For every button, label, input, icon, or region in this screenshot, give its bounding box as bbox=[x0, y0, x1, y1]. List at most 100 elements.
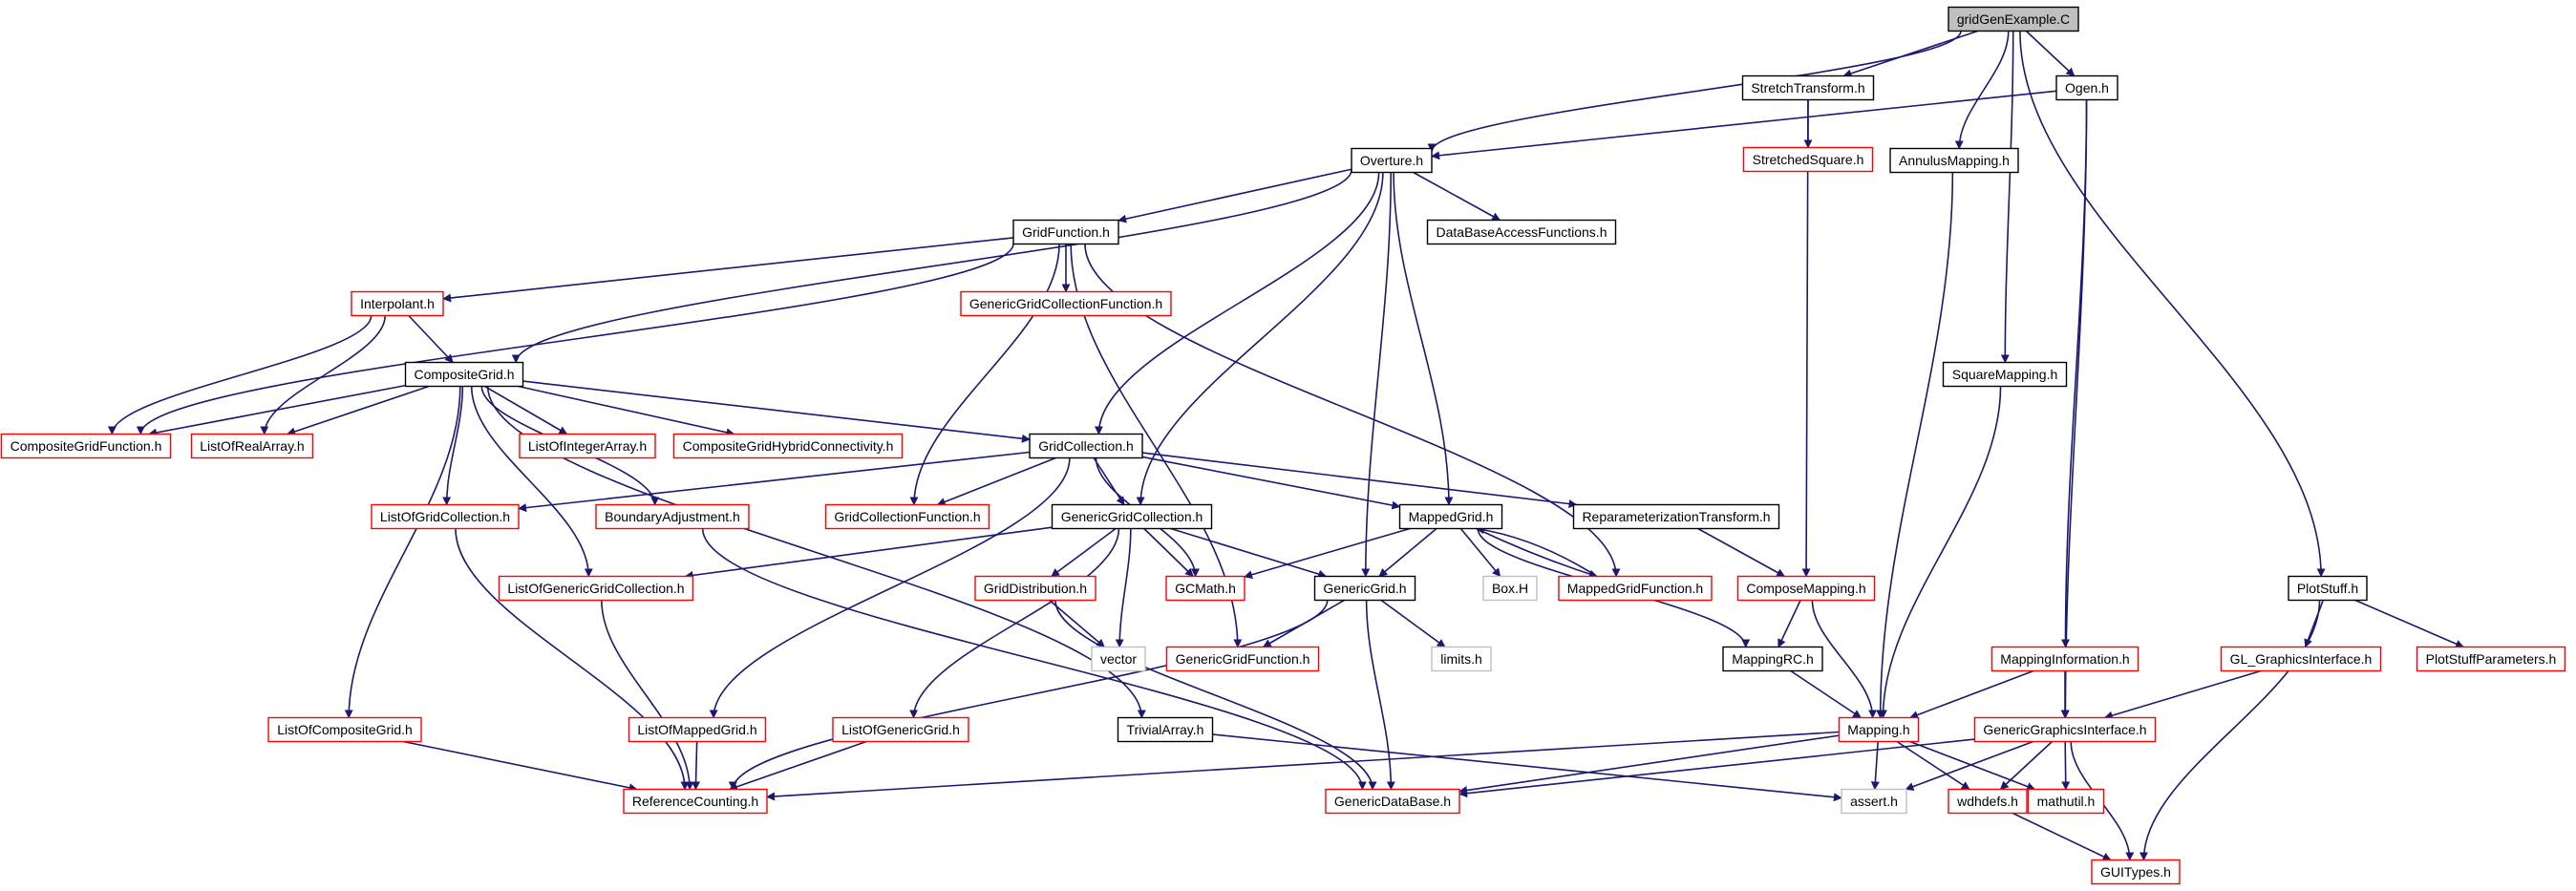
node-ListOfMappedGrid[interactable]: ListOfMappedGrid.h bbox=[628, 716, 767, 743]
node-CompositeGridHybridConnectivity[interactable]: CompositeGridHybridConnectivity.h bbox=[672, 433, 904, 459]
edge-GridFunction-to-CompositeGridFunction bbox=[136, 243, 1014, 435]
edge-PlotStuff-to-GUITypes bbox=[2139, 600, 2321, 861]
node-BoundaryAdjustment[interactable]: BoundaryAdjustment.h bbox=[595, 503, 750, 530]
node-label: Box.H bbox=[1492, 581, 1528, 596]
node-ListOfGridCollection[interactable]: ListOfGridCollection.h bbox=[371, 503, 520, 530]
node-mathutil[interactable]: mathutil.h bbox=[2027, 788, 2105, 815]
node-ReparameterizationTransform[interactable]: ReparameterizationTransform.h bbox=[1572, 503, 1780, 530]
node-label: ComposeMapping.h bbox=[1746, 581, 1865, 596]
node-wdhdefs[interactable]: wdhdefs.h bbox=[1948, 788, 2028, 815]
node-label: limits.h bbox=[1440, 651, 1482, 667]
node-GridCollectionFunction[interactable]: GridCollectionFunction.h bbox=[824, 503, 990, 530]
node-DataBaseAccessFunctions[interactable]: DataBaseAccessFunctions.h bbox=[1426, 219, 1617, 245]
node-GenericGrid[interactable]: GenericGrid.h bbox=[1313, 575, 1416, 602]
edge-Interpolant-to-CompositeGrid bbox=[408, 314, 454, 364]
node-GridCollection[interactable]: GridCollection.h bbox=[1029, 433, 1143, 459]
node-label: ListOfGridCollection.h bbox=[380, 509, 510, 524]
node-label: GenericGraphicsInterface.h bbox=[1983, 722, 2146, 737]
node-box bbox=[351, 290, 444, 317]
node-label: GL_GraphicsInterface.h bbox=[2230, 651, 2373, 667]
node-box bbox=[1722, 646, 1823, 672]
node-ListOfIntegerArray[interactable]: ListOfIntegerArray.h bbox=[519, 433, 656, 459]
node-GridFunction[interactable]: GridFunction.h bbox=[1012, 219, 1119, 245]
edge-CompositeGrid-to-GridCollection bbox=[522, 380, 1031, 443]
node-ListOfCompositeGrid[interactable]: ListOfCompositeGrid.h bbox=[267, 716, 422, 743]
node-gridGenExample[interactable]: gridGenExample.C bbox=[1948, 6, 2079, 32]
node-GenericDataBase[interactable]: GenericDataBase.h bbox=[1325, 788, 1460, 815]
edge-GenericGridCollection-to-vector bbox=[1115, 528, 1132, 648]
node-label: MappedGridFunction.h bbox=[1567, 581, 1703, 596]
node-TrivialArray[interactable]: TrivialArray.h bbox=[1117, 716, 1214, 743]
node-vector: vector bbox=[1091, 646, 1146, 672]
node-box bbox=[1889, 147, 2019, 174]
node-MappedGridFunction[interactable]: MappedGridFunction.h bbox=[1558, 575, 1713, 602]
node-PlotStuff[interactable]: PlotStuff.h bbox=[2288, 575, 2368, 602]
edge-gridGenExample-to-StretchTransform bbox=[1842, 30, 1978, 78]
node-label: CompositeGridFunction.h bbox=[11, 438, 162, 454]
edge-PlotStuff-to-GLGraphicsInterface bbox=[2304, 600, 2325, 648]
node-GenericGridCollectionFunction[interactable]: GenericGridCollectionFunction.h bbox=[960, 290, 1172, 317]
node-box bbox=[498, 575, 694, 602]
node-Ogen[interactable]: Ogen.h bbox=[2055, 74, 2118, 101]
edge-ListOfGenericGridCollection-to-ReferenceCounting bbox=[601, 600, 694, 791]
node-label: TrivialArray.h bbox=[1127, 722, 1204, 737]
node-GUITypes[interactable]: GUITypes.h bbox=[2091, 859, 2181, 885]
node-GenericGridFunction[interactable]: GenericGridFunction.h bbox=[1165, 646, 1320, 672]
edge-GridCollection-to-ListOfGridCollection bbox=[518, 451, 1031, 513]
node-label: ListOfCompositeGrid.h bbox=[277, 722, 413, 737]
node-GridDistribution[interactable]: GridDistribution.h bbox=[974, 575, 1096, 602]
node-MappingRC[interactable]: MappingRC.h bbox=[1722, 646, 1823, 672]
node-GenericGraphicsInterface[interactable]: GenericGraphicsInterface.h bbox=[1973, 716, 2157, 743]
edge-gridGenExample-to-Ogen bbox=[2025, 30, 2076, 77]
node-box bbox=[2027, 788, 2105, 815]
edge-ListOfCompositeGrid-to-ReferenceCounting bbox=[403, 740, 638, 793]
node-label: ListOfGenericGridCollection.h bbox=[507, 581, 684, 596]
edge-CompositeGrid-to-ListOfIntegerArray bbox=[484, 385, 568, 435]
node-ListOfGenericGridCollection[interactable]: ListOfGenericGridCollection.h bbox=[498, 575, 694, 602]
node-label: GridDistribution.h bbox=[984, 581, 1087, 596]
node-Overture[interactable]: Overture.h bbox=[1351, 147, 1433, 174]
node-box bbox=[1948, 788, 2028, 815]
node-box bbox=[824, 503, 990, 530]
node-StretchTransform[interactable]: StretchTransform.h bbox=[1741, 74, 1875, 101]
node-GCMath[interactable]: GCMath.h bbox=[1165, 575, 1245, 602]
node-Interpolant[interactable]: Interpolant.h bbox=[351, 290, 444, 317]
edge-GridCollection-to-ListOfMappedGrid bbox=[709, 457, 1071, 719]
edge-CompositeGrid-to-ListOfRealArray bbox=[287, 385, 430, 436]
edge-ComposeMapping-to-MappingRC bbox=[1778, 600, 1801, 648]
edge-Overture-to-DataBaseAccessFunctions bbox=[1413, 171, 1501, 222]
node-GenericGridCollection[interactable]: GenericGridCollection.h bbox=[1051, 503, 1213, 530]
node-ComposeMapping[interactable]: ComposeMapping.h bbox=[1736, 575, 1876, 602]
node-label: GenericDataBase.h bbox=[1334, 794, 1451, 809]
edge-MappingRC-to-Mapping bbox=[1790, 669, 1862, 719]
node-BoxH: Box.H bbox=[1482, 575, 1538, 602]
node-MappedGrid[interactable]: MappedGrid.h bbox=[1398, 503, 1503, 530]
edge-GenericGridCollection-to-ListOfGenericGrid bbox=[909, 528, 1120, 719]
edge-ListOfMappedGrid-to-ReferenceCounting bbox=[692, 741, 701, 791]
node-PlotStuffParameters[interactable]: PlotStuffParameters.h bbox=[2416, 646, 2566, 672]
node-MappingInformation[interactable]: MappingInformation.h bbox=[1991, 646, 2140, 672]
node-box bbox=[960, 290, 1172, 317]
edge-CompositeGrid-to-ListOfGridCollection bbox=[442, 386, 464, 506]
node-CompositeGrid[interactable]: CompositeGrid.h bbox=[404, 361, 524, 388]
node-SquareMapping[interactable]: SquareMapping.h bbox=[1942, 361, 2068, 388]
edge-gridGenExample-to-Overture bbox=[1427, 31, 1962, 153]
node-ListOfGenericGrid[interactable]: ListOfGenericGrid.h bbox=[832, 716, 969, 743]
node-label: StretchTransform.h bbox=[1751, 80, 1864, 95]
node-ReferenceCounting[interactable]: ReferenceCounting.h bbox=[623, 788, 768, 815]
node-label: ListOfIntegerArray.h bbox=[528, 438, 647, 454]
node-Mapping[interactable]: Mapping.h bbox=[1838, 716, 1920, 743]
edge-GridDistribution-to-GenericDataBase bbox=[1054, 600, 1377, 791]
node-assert: assert.h bbox=[1841, 788, 1907, 815]
edge-gridGenExample-to-PlotStuff bbox=[2019, 31, 2326, 578]
node-box bbox=[1325, 788, 1460, 815]
node-ListOfRealArray[interactable]: ListOfRealArray.h bbox=[190, 433, 314, 459]
edge-GridFunction-to-Interpolant bbox=[442, 237, 1014, 303]
node-GLGraphicsInterface[interactable]: GL_GraphicsInterface.h bbox=[2220, 646, 2382, 672]
node-StretchedSquare[interactable]: StretchedSquare.h bbox=[1742, 146, 1874, 173]
node-label: CompositeGrid.h bbox=[414, 367, 514, 382]
node-AnnulusMapping[interactable]: AnnulusMapping.h bbox=[1889, 147, 2019, 174]
edge-GridCollection-to-MappedGrid bbox=[1141, 456, 1401, 510]
node-CompositeGridFunction[interactable]: CompositeGridFunction.h bbox=[0, 433, 172, 459]
node-label: SquareMapping.h bbox=[1952, 367, 2058, 382]
